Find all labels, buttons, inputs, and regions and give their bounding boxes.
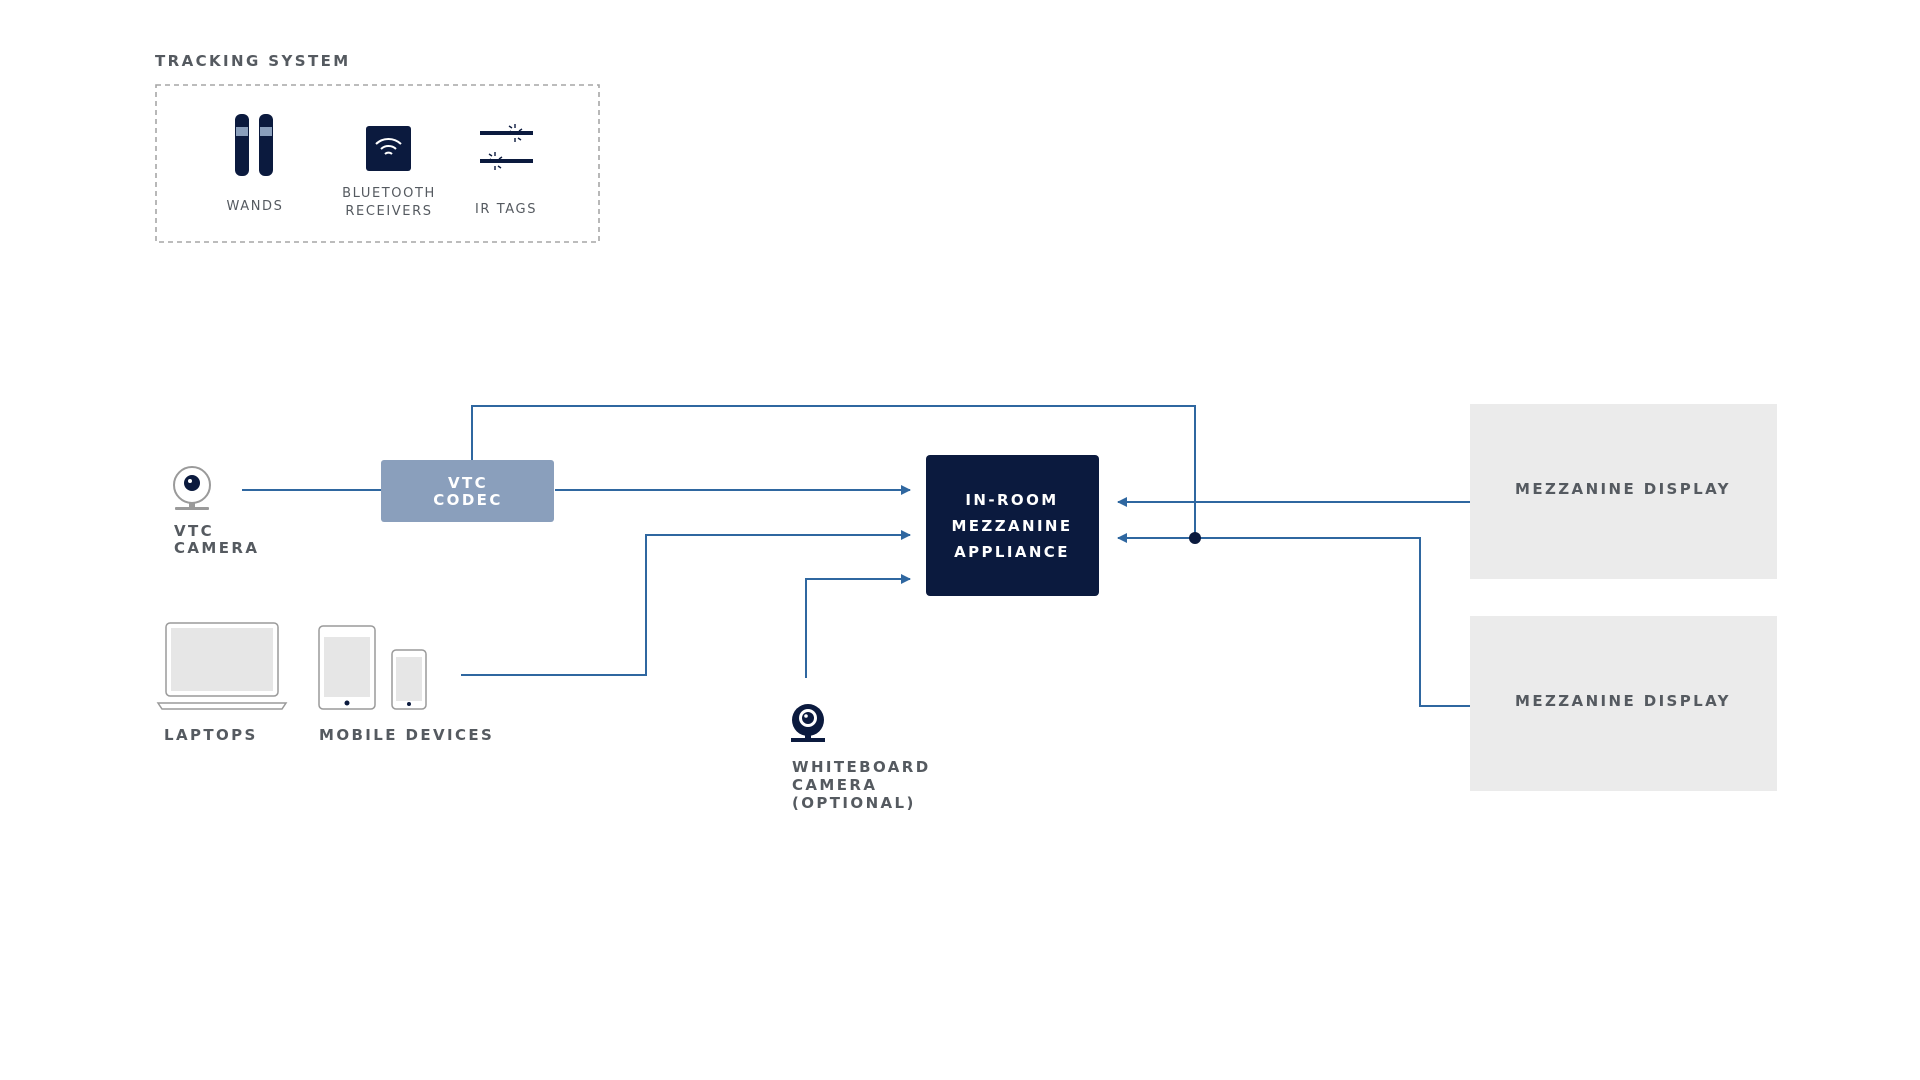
mezzanine-display-bottom: MEZZANINE DISPLAY bbox=[1470, 616, 1777, 791]
tracking-system-group: TRACKING SYSTEM WANDS BLUETOOTH RECEIVER… bbox=[155, 52, 600, 243]
vtc-codec-box: VTC CODEC bbox=[381, 460, 554, 522]
devices-to-appliance-arrow bbox=[461, 530, 911, 676]
connection-lines bbox=[242, 405, 1470, 707]
tracking-system-title: TRACKING SYSTEM bbox=[155, 52, 351, 70]
codec-loop-line bbox=[471, 405, 1196, 538]
mezzanine-display-top: MEZZANINE DISPLAY bbox=[1470, 404, 1777, 579]
whiteboard-camera-label-line1: WHITEBOARD bbox=[792, 758, 931, 776]
vtc-camera-label-line2: CAMERA bbox=[174, 539, 259, 557]
bluetooth-receivers-label-line2: RECEIVERS bbox=[345, 204, 432, 219]
tracking-system-border bbox=[155, 84, 600, 243]
in-room-mezzanine-appliance-box: IN-ROOM MEZZANINE APPLIANCE bbox=[926, 455, 1099, 596]
whiteboard-camera-icon bbox=[791, 704, 825, 742]
vtc-camera-label-line1: VTC bbox=[174, 522, 214, 540]
whiteboard-camera-label-line3: (OPTIONAL) bbox=[792, 794, 916, 812]
mobile-devices-label: MOBILE DEVICES bbox=[319, 726, 494, 744]
vtc-camera-icon bbox=[173, 466, 211, 510]
ir-tags-icon bbox=[480, 124, 533, 170]
bluetooth-receivers-label-line1: BLUETOOTH bbox=[342, 186, 436, 201]
wands-label: WANDS bbox=[226, 199, 283, 214]
mezzanine-display-top-label: MEZZANINE DISPLAY bbox=[1515, 480, 1731, 498]
ir-tags-label: IR TAGS bbox=[475, 202, 537, 217]
junction-dot bbox=[1189, 532, 1201, 544]
laptops-label: LAPTOPS bbox=[164, 726, 258, 744]
display-bottom-feed-arrow bbox=[1117, 533, 1421, 706]
appliance-label-line2: MEZZANINE bbox=[951, 517, 1072, 535]
wands-icon bbox=[235, 114, 273, 176]
phone-icon bbox=[391, 649, 427, 710]
bluetooth-receiver-icon bbox=[366, 126, 411, 171]
appliance-label-line1: IN-ROOM bbox=[965, 491, 1058, 509]
vtc-codec-label-line1: VTC bbox=[448, 474, 488, 492]
appliance-label-line3: APPLIANCE bbox=[954, 543, 1070, 561]
laptop-icon bbox=[156, 622, 288, 710]
whiteboard-to-appliance-arrow bbox=[805, 574, 911, 678]
vtc-codec-label-line2: CODEC bbox=[433, 491, 502, 509]
mezzanine-display-bottom-label: MEZZANINE DISPLAY bbox=[1515, 692, 1731, 710]
whiteboard-camera-label-line2: CAMERA bbox=[792, 776, 877, 794]
tablet-icon bbox=[318, 625, 376, 710]
